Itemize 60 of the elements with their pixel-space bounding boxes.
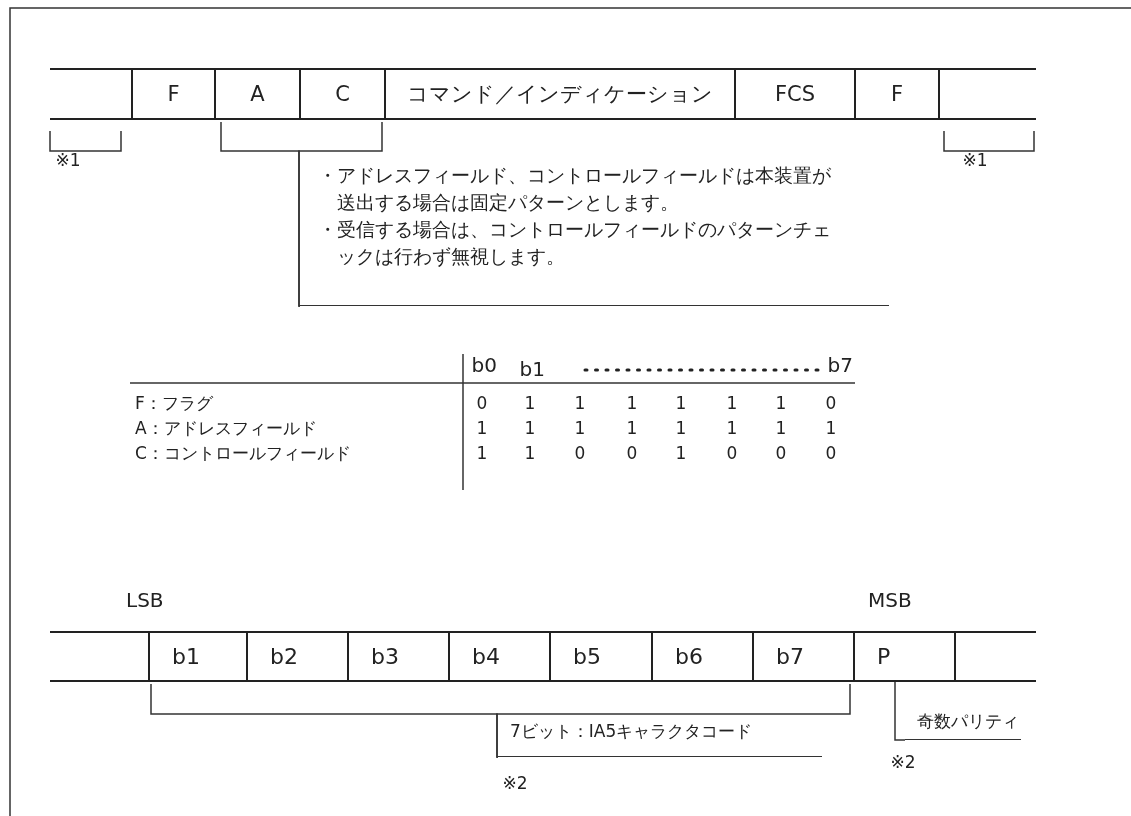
bit-value: 0 [476, 393, 488, 413]
bit-value: 1 [524, 443, 536, 463]
frame-field: A [214, 68, 299, 120]
bit-value: 1 [476, 443, 488, 463]
frame-field: P [853, 631, 954, 682]
frame-field: b2 [246, 631, 347, 682]
bit-value: 0 [626, 443, 638, 463]
field-name: F：フラグ [135, 393, 213, 413]
field-name: C：コントロールフィールド [135, 443, 351, 463]
note-text: ・アドレスフィールド、コントロールフィールドは本装置が送出する場合は固定パターンとします。 ・受信する場合は、コントロールフィールドのパターンチェックは行わず無視します。 [300, 162, 889, 306]
bit-value: 0 [825, 443, 837, 463]
frame-field: C [299, 68, 384, 120]
field-name: A：アドレスフィールド [135, 418, 317, 438]
frame-field: b6 [651, 631, 752, 682]
frame-field: b4 [448, 631, 549, 682]
empty-field [50, 631, 148, 682]
bit-value: 1 [726, 393, 738, 413]
bit-value: 1 [574, 418, 586, 438]
bit-value: 1 [825, 418, 837, 438]
frame-field: FCS [734, 68, 854, 120]
bracket [298, 121, 383, 307]
bit-value: 0 [775, 443, 787, 463]
bit-value: 1 [675, 393, 687, 413]
bit-value: 1 [574, 393, 586, 413]
frame-field: F [854, 68, 938, 120]
bit-value: 1 [675, 418, 687, 438]
reference-mark: ※1 [962, 150, 988, 170]
bit-value: 0 [726, 443, 738, 463]
bit-value: 1 [775, 393, 787, 413]
bit-value: 0 [574, 443, 586, 463]
reference-mark: ※1 [55, 150, 81, 170]
frame-field: b1 [148, 631, 246, 682]
frame-field: コマンド／インディケーション [384, 68, 734, 120]
frame-field: b3 [347, 631, 448, 682]
bit-value: 1 [524, 418, 536, 438]
empty-field [50, 68, 131, 120]
bit-value: 1 [626, 418, 638, 438]
bit-header: b0 [471, 355, 497, 375]
empty-field [954, 631, 1036, 682]
bit-header: b1 [519, 359, 545, 379]
bit-value: 1 [775, 418, 787, 438]
bit-value: 1 [675, 443, 687, 463]
frame-field: b5 [549, 631, 651, 682]
bit-value: 1 [476, 418, 488, 438]
leader-line [894, 681, 906, 741]
bit-order-label: LSB [126, 590, 164, 610]
frame-field: b7 [752, 631, 853, 682]
bit-value: 1 [524, 393, 536, 413]
bracket [496, 683, 851, 758]
callout-text: 奇数パリティ [905, 710, 1021, 740]
empty-field [938, 68, 1036, 120]
callout-text: 7ビット：IA5キャラクタコード [498, 720, 822, 757]
reference-mark: ※2 [890, 752, 916, 772]
frame-field: F [131, 68, 214, 120]
bit-header: b7 [827, 355, 853, 375]
bit-value: 1 [726, 418, 738, 438]
bit-order-label: MSB [868, 590, 912, 610]
bit-value: 1 [626, 393, 638, 413]
reference-mark: ※2 [502, 773, 528, 793]
bit-value: 0 [825, 393, 837, 413]
